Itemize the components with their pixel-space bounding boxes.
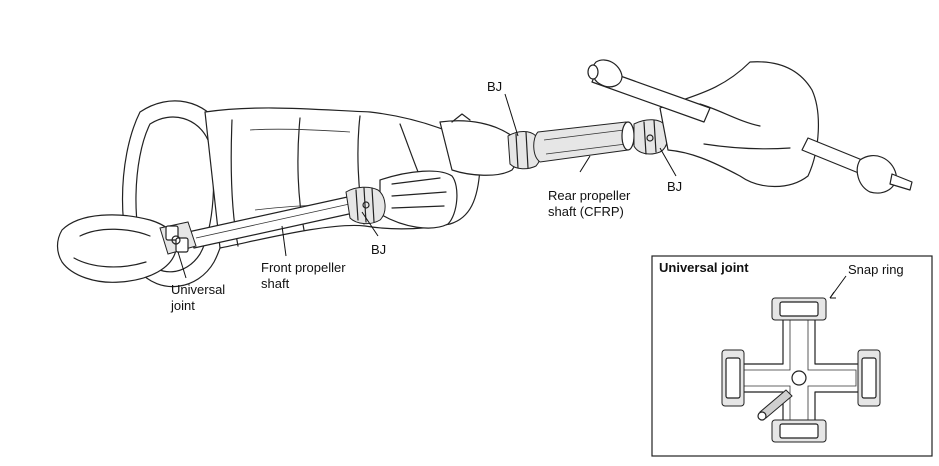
label-bj-front: BJ (371, 242, 386, 257)
inset-snap-ring-label: Snap ring (848, 262, 904, 277)
universal-joint-inset: Universal joint Snap ring (651, 255, 933, 457)
front-propeller-shaft (159, 186, 386, 255)
label-front-shaft-1: Front propeller (261, 260, 346, 275)
label-bj-right: BJ (667, 179, 682, 194)
rear-front-bj (507, 131, 541, 170)
label-rear-shaft-2: shaft (CFRP) (548, 204, 624, 219)
rear-propeller-shaft (507, 119, 669, 170)
cross-spider (721, 297, 881, 443)
front-bj-boot (345, 186, 386, 225)
rear-differential (587, 59, 913, 194)
front-universal-joint (159, 221, 197, 255)
label-universal-1: Universal (171, 282, 225, 297)
label-universal-2: joint (170, 298, 195, 313)
label-rear-shaft-1: Rear propeller (548, 188, 631, 203)
transmission-assembly (121, 100, 519, 288)
inset-title: Universal joint (659, 260, 749, 275)
leader-lines (177, 93, 677, 279)
front-differential (56, 214, 177, 283)
label-bj-top: BJ (487, 79, 502, 94)
label-front-shaft-2: shaft (261, 276, 290, 291)
